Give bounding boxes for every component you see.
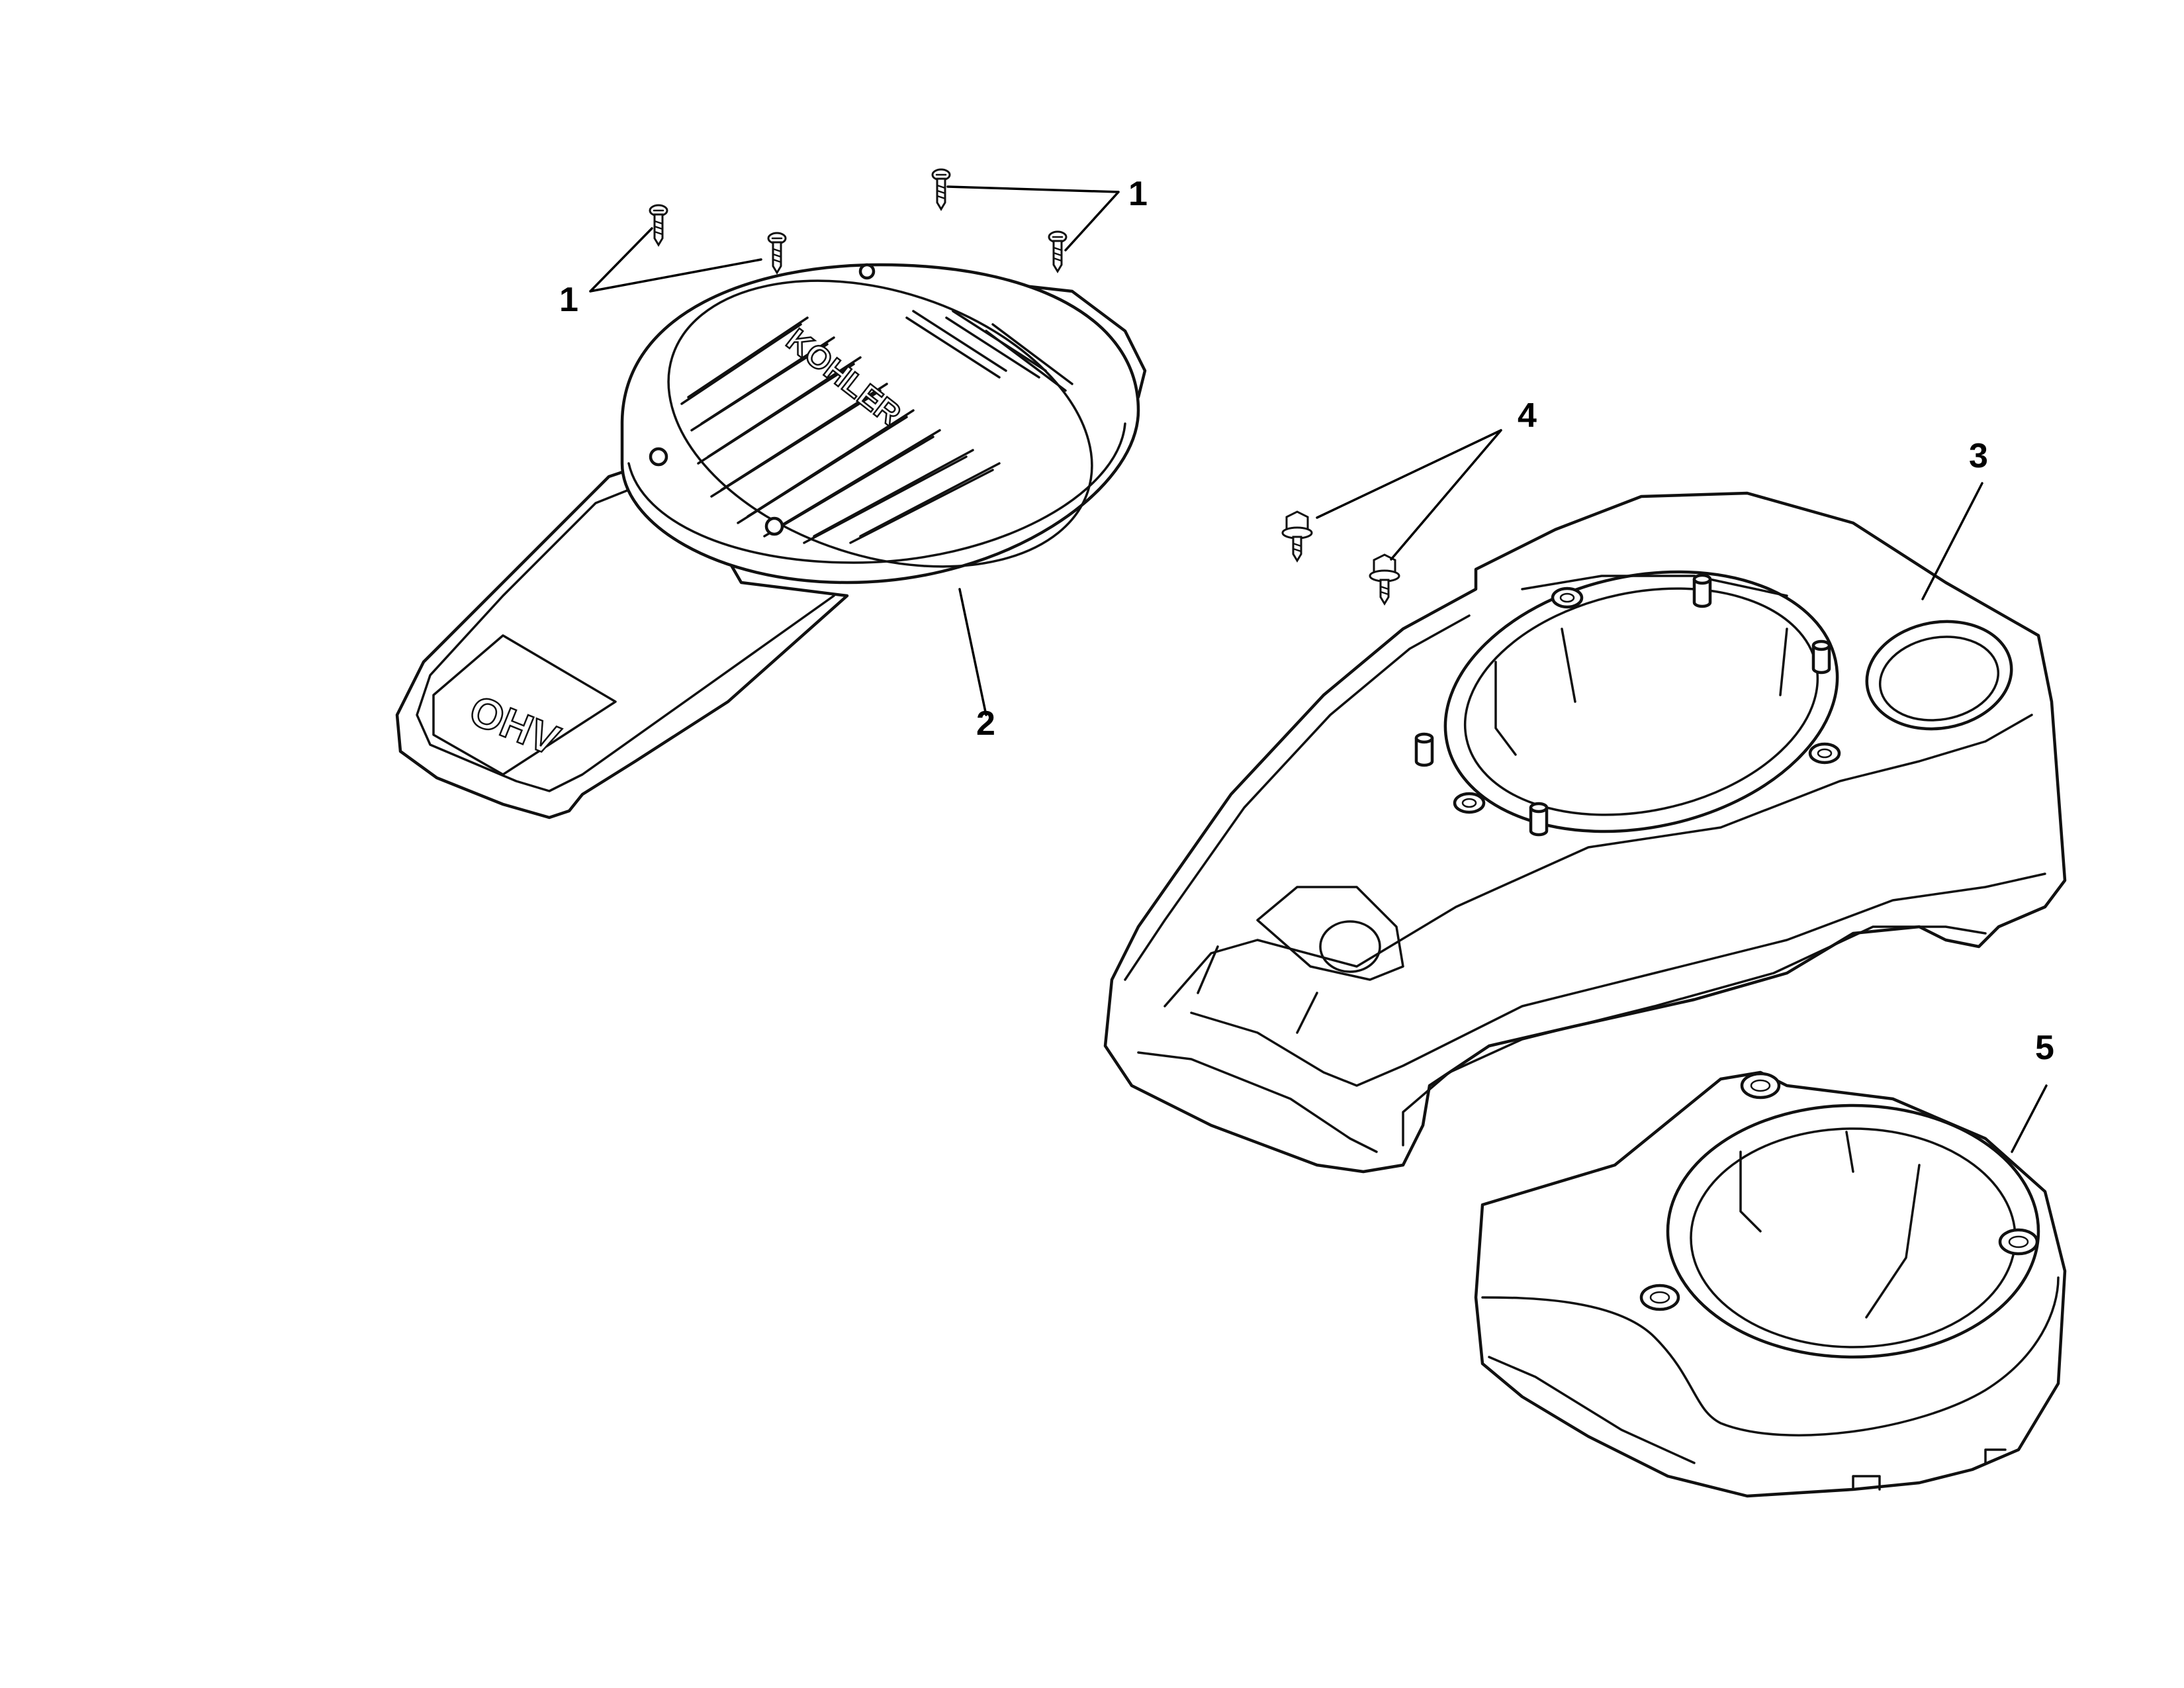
callout-5: 5 (2035, 1029, 2054, 1067)
callout-4: 4 (1518, 397, 1537, 435)
screw-part-1 (1048, 230, 1068, 273)
screw-part-1 (767, 232, 787, 275)
screw-group-left (649, 204, 787, 275)
callout-3: 3 (1969, 437, 1988, 475)
screw-part-1 (649, 204, 668, 247)
bolt-group (1281, 510, 1400, 606)
blower-housing (1103, 491, 2067, 1174)
bolt-part-4 (1281, 510, 1313, 563)
grille-slots (680, 310, 1073, 544)
recoil-starter-cover: OHV KOHLER (395, 263, 1147, 820)
ring-bosses (1453, 586, 1841, 814)
callout-1-left: 1 (559, 281, 578, 319)
blower-backplate (1474, 1070, 2067, 1498)
callout-labels: 1 1 2 3 4 5 (559, 175, 2054, 1067)
callout-1-right: 1 (1128, 175, 1148, 213)
bolt-part-4 (1369, 553, 1400, 606)
leader-lines (589, 185, 2048, 1153)
callout-2: 2 (976, 704, 995, 743)
ring-pins (1414, 573, 1831, 837)
screw-part-1 (931, 168, 951, 211)
screw-group-right (931, 168, 1068, 273)
